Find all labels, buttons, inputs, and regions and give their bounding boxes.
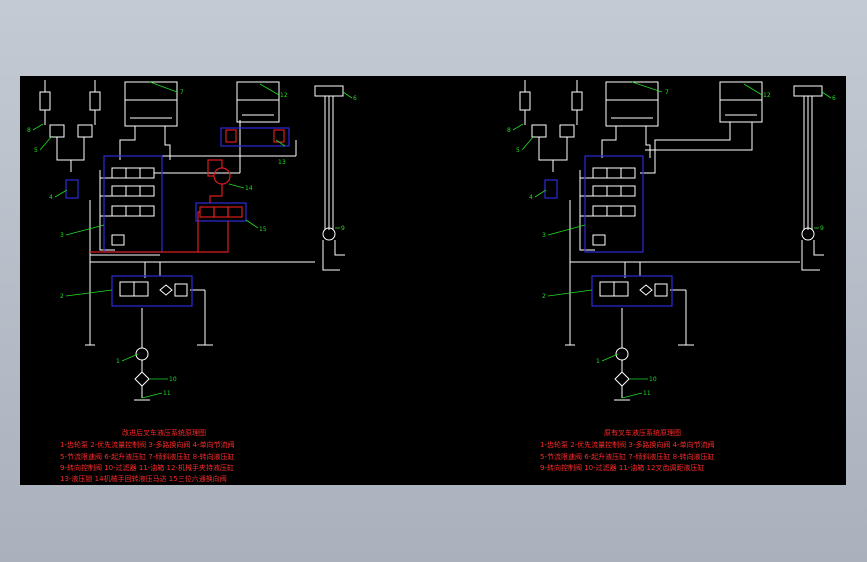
throttle-valve-5b [77,124,93,138]
label-9: 9 [341,225,345,232]
label-4: 4 [49,194,53,201]
label-10: 10 [169,376,177,383]
label-15: 15 [259,226,267,233]
label-11: 11 [163,390,171,397]
label-2: 2 [542,293,546,300]
left-caption-title: 改进后叉车液压系统原理图 [122,428,206,437]
right-caption-line1: 1-齿轮泵 2-优先流量控制阀 3-多路换向阀 4-单向节流阀 [540,440,715,449]
left-label-texts: 8 5 4 3 2 1 10 11 7 12 13 14 15 6 9 [27,89,357,397]
label-6: 6 [353,95,357,102]
label-2: 2 [60,293,64,300]
right-blue-boxes [544,155,673,307]
left-leaders [32,81,353,399]
label-14: 14 [245,185,253,192]
label-13: 13 [278,159,286,166]
label-1: 1 [116,358,120,365]
lock-13-left [225,129,237,143]
one-way-throttle-4-box [65,179,79,199]
left-blue-boxes [65,127,290,307]
label-3: 3 [542,232,546,239]
steering-valve-9 [322,227,336,241]
drawing-canvas [20,76,846,485]
right-schematic [519,80,824,401]
left-caption-line2: 5-节流限速阀 6-起升液压缸 7-倾斜液压缸 8-转向液压缸 [60,452,235,461]
right-leaders [512,81,832,399]
hydraulic-lock-13-box [220,127,290,147]
one-way-throttle-4-box [544,179,558,199]
right-caption-title: 原有叉车液压系统原理图 [604,428,681,437]
left-caption-line1: 1-齿轮泵 2-优先流量控制阀 3-多路换向阀 4-单向节流阀 [60,440,235,449]
left-schematic [39,80,345,401]
left-red-circuit [90,129,285,253]
label-12: 12 [280,92,288,99]
steering-valve-9 [801,227,815,241]
label-3: 3 [60,232,64,239]
fork-spacing-cylinder-12 [719,81,763,123]
gripper-cylinder-12 [236,81,280,123]
left-caption-line4: 13-液压锁 14机械手回转液压马达 15三位六通换向阀 [60,474,227,483]
right-label-texts: 8 5 4 3 2 1 10 11 7 12 6 9 [507,89,836,397]
priority-valve-2-box [111,275,193,307]
left-caption-line3: 9-转向控制阀 10-过滤器 11-油箱 12-机械手夹持液压缸 [60,463,234,472]
label-11: 11 [643,390,651,397]
priority-valve-2-box [591,275,673,307]
label-4: 4 [529,194,533,201]
label-1: 1 [596,358,600,365]
label-10: 10 [649,376,657,383]
multiway-valve-3-box [584,155,644,253]
label-7: 7 [180,89,184,96]
six-way-valve-15-box [195,202,247,222]
right-caption-line2: 5-节流限速阀 6-起升液压缸 7-倾斜液压缸 8-转向液压缸 [540,452,715,461]
label-7: 7 [665,89,669,96]
label-8: 8 [507,127,511,134]
label-8: 8 [27,127,31,134]
label-5: 5 [34,147,38,154]
label-12: 12 [763,92,771,99]
label-9: 9 [820,225,824,232]
right-caption-line3: 9-转向控制阀 10-过滤器 11-油箱 12叉齿调距液压缸 [540,463,704,472]
left-caption: 改进后叉车液压系统原理图 1-齿轮泵 2-优先流量控制阀 3-多路换向阀 4-单… [60,428,235,483]
label-5: 5 [516,147,520,154]
right-caption: 原有叉车液压系统原理图 1-齿轮泵 2-优先流量控制阀 3-多路换向阀 4-单向… [540,428,715,472]
label-6: 6 [832,95,836,102]
